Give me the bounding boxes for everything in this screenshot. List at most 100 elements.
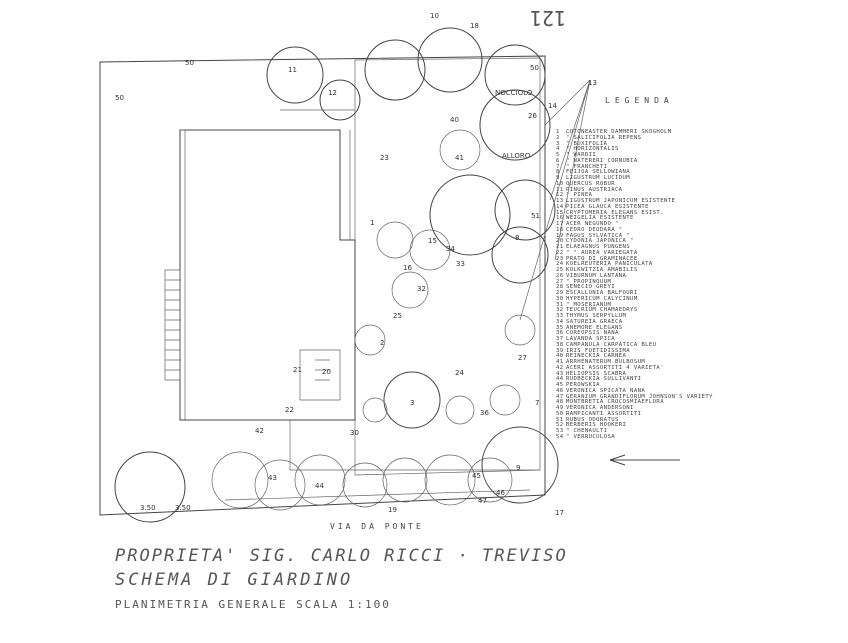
plant-number: 15 — [428, 237, 437, 245]
legend-item-name: RUDBECKIA SULLIVANTI — [566, 376, 642, 383]
property-boundary — [99, 55, 546, 516]
plant-number: 24 — [455, 369, 464, 377]
legend-item-number: 39 — [556, 347, 564, 354]
plant-number: 27 — [518, 354, 527, 362]
legend-item-name: RUBUS ODORATUS — [566, 416, 619, 423]
tree-51 — [491, 226, 549, 284]
legend-item-name: " BUXIFOLIA — [566, 140, 608, 147]
legend-item-number: 14 — [556, 203, 564, 210]
legend-item-name: VERONICA SPICATA NANA — [566, 387, 646, 394]
legend-item-number: 7 — [556, 163, 560, 170]
plant-number: 13 — [588, 79, 597, 87]
tree-14 — [479, 89, 551, 161]
legend-item-name: " PROPINQUUM — [566, 278, 612, 285]
shrubs — [211, 129, 536, 511]
plant-number: 45 — [472, 472, 481, 480]
legend-item-name: ACER NEGUNDO " — [566, 221, 619, 227]
plant-number: 18 — [470, 22, 479, 30]
plant-number: 14 — [548, 102, 557, 110]
legend-item-name: VERONICA ANDERSONI — [566, 405, 634, 411]
legend-item-name: LAVANDA SPICA — [566, 336, 615, 342]
legend-item-name: " PINEA — [566, 192, 593, 199]
legend-item-number: 50 — [556, 410, 564, 417]
plant-number: 23 — [380, 154, 389, 162]
legend-item-number: 46 — [556, 387, 564, 394]
dimension-top: 50 — [185, 59, 194, 67]
legend-item-number: 32 — [556, 307, 564, 314]
legend-item-name: CYDONIA JAPONICA " — [566, 238, 634, 245]
legend-item-number: 37 — [556, 336, 564, 342]
legend-item-number: 5 — [556, 152, 560, 158]
scale-right: 3.50 — [175, 504, 191, 512]
legend-item-number: 9 — [556, 175, 560, 181]
scale-left: 3.50 — [140, 504, 156, 512]
legend-item-name: CEDRO DEODARA " — [566, 226, 623, 233]
legend-item-name: ANEMONE ELEGANS — [566, 324, 623, 331]
legend-item-number: 18 — [556, 226, 564, 233]
legend-item: 7" FRANCHETI — [556, 163, 713, 171]
legend-item-name: BERBERIS HOOKERI — [566, 422, 627, 429]
legend-item-name: MONTBRETIA CROCOSMIAEFLORA — [566, 399, 664, 406]
legend-item-number: 11 — [556, 186, 564, 193]
legend-item-name: " " AUREA VARIEGATA — [566, 249, 638, 256]
legend-item-name: ACERI ASSORTITI 4 VARIETA' — [566, 364, 664, 371]
legend-item: 53" CHENAULTI — [556, 428, 713, 435]
plant-number: 25 — [393, 312, 402, 320]
legend-item: 54" VERRUCULOSA — [556, 434, 713, 441]
legend-item-name: QUERCUS ROBUR — [566, 180, 615, 187]
legend-item: 31" MOSERIANUM — [556, 302, 713, 309]
legend-item-name: VIBURNUM LANTANA — [566, 272, 627, 279]
legend-item: 12" PINEA — [556, 192, 713, 199]
tree-10a — [364, 39, 426, 101]
legend-item-number: 27 — [556, 278, 564, 285]
legend-item-number: 24 — [556, 261, 564, 268]
legend-item-name: KOLKWITZIA AMABILIS — [566, 267, 638, 273]
dimension-left: 50 — [115, 94, 124, 102]
legend-item-number: 53 — [556, 428, 564, 434]
tree-9 — [481, 426, 559, 504]
legend-item-number: 38 — [556, 341, 564, 348]
plant-number: 34 — [446, 245, 455, 253]
legend-item-number: 12 — [556, 192, 564, 199]
legend-item-number: 3 — [556, 140, 560, 147]
plant-number: 12 — [328, 89, 337, 97]
legend-item-name: LIGUSTRUM JAPONICUM ESISTENTE — [566, 198, 676, 204]
legend-item-number: 44 — [556, 376, 564, 383]
legend-item-name: PINUS AUSTRIACA — [566, 186, 623, 193]
legend-item-number: 15 — [556, 209, 564, 216]
plant-number: 46 — [496, 489, 505, 497]
legend-item-name: COTONEASTER DAMMERI SKOGHOLM — [566, 129, 672, 135]
legend-item-number: 43 — [556, 370, 564, 377]
plant-number: 2 — [380, 339, 384, 347]
legend-item-number: 23 — [556, 255, 564, 262]
legend-item-name: " WATERERI CORNUBIA — [566, 157, 638, 164]
legend-item-number: 22 — [556, 249, 564, 256]
legend-item: 2" SALICIFOLIA REPENS — [556, 134, 713, 142]
legend-item: 22" " AUREA VARIEGATA — [556, 249, 713, 257]
legend-item-number: 10 — [556, 180, 564, 187]
plant-number: 43 — [268, 474, 277, 482]
legend-item: 6" WATERERI CORNUBIA — [556, 157, 713, 165]
legend-item-number: 30 — [556, 295, 564, 302]
tree-42 — [114, 451, 186, 523]
legend-item-number: 2 — [556, 134, 560, 141]
